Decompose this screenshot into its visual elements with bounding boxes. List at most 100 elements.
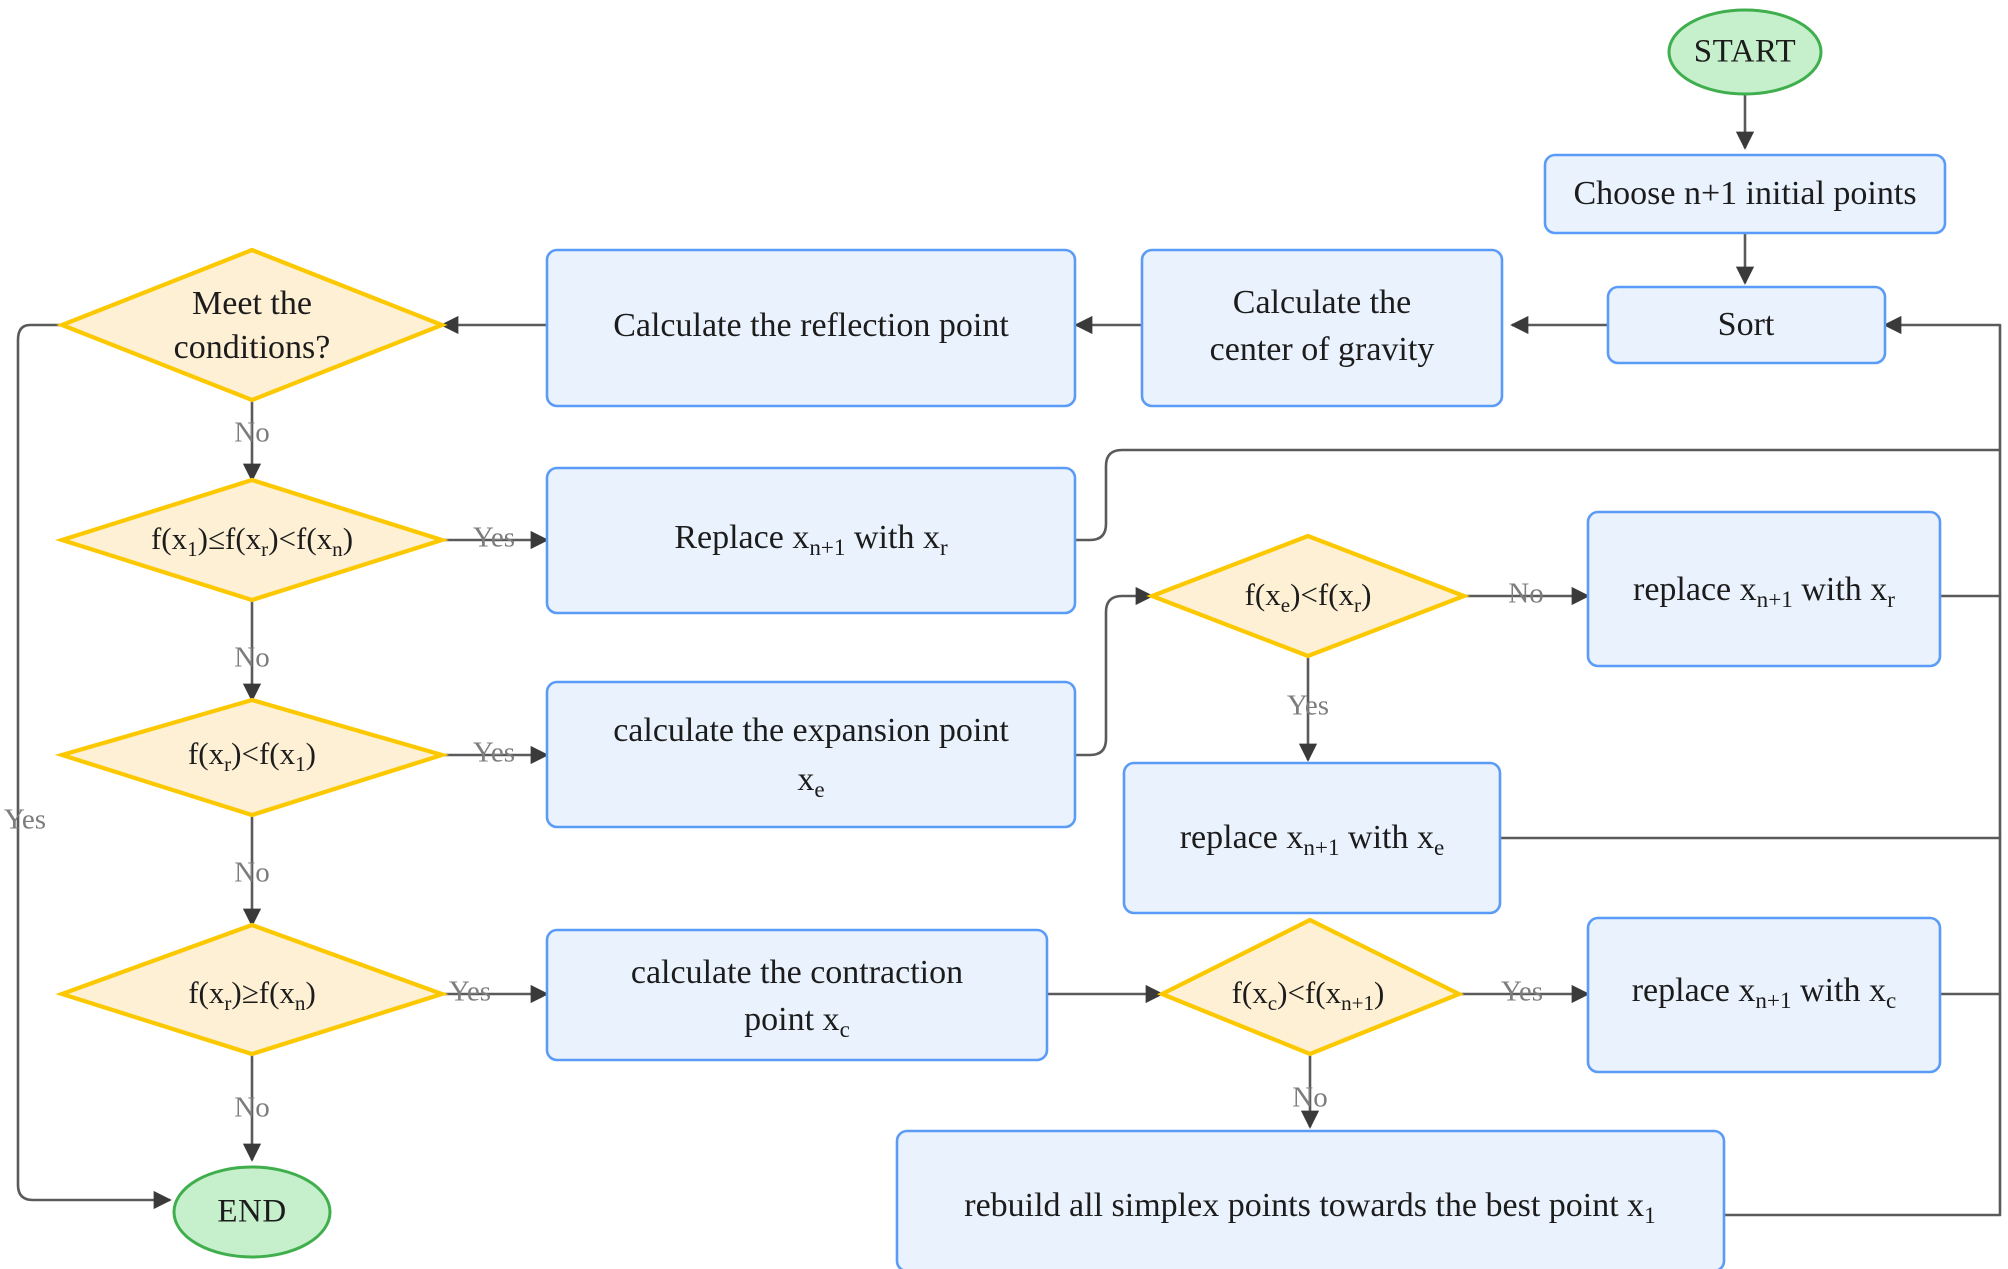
replace-top-sub2: r <box>940 535 948 561</box>
svg-text:calculate the expansion point: calculate the expansion point <box>613 712 1009 749</box>
cond-expand-p0: f(x <box>1245 577 1282 612</box>
node-rebuild-simplex[interactable]: rebuild all simplex points towards the b… <box>895 1129 1726 1269</box>
edge-expansion-to-condexpand <box>1076 586 1154 757</box>
cond-worst-p0: f(x <box>188 975 225 1010</box>
cond-contract-sub2: n+1 <box>1341 991 1374 1015</box>
expansion-sub: e <box>814 777 824 803</box>
edge-label-better-no: No <box>234 857 269 889</box>
svg-text:calculate the contraction: calculate the contraction <box>631 954 963 991</box>
svg-text:Sort: Sort <box>1718 306 1775 343</box>
node-sort[interactable]: Sort <box>1606 285 1887 365</box>
svg-text:Meet the: Meet the <box>192 285 312 322</box>
cond-contract-p0: f(x <box>1232 975 1269 1010</box>
node-replace-xr-top[interactable]: Replace xn+1 with xr <box>545 466 1077 615</box>
node-replace-xc[interactable]: replace xn+1 with xc <box>1586 916 1942 1074</box>
svg-text:replace xn+1 with xe: replace xn+1 with xe <box>1180 819 1445 862</box>
replace-top-sub1: n+1 <box>809 535 845 561</box>
svg-text:f(xe)<f(xr): f(xe)<f(xr) <box>1245 577 1372 617</box>
edge-label-contract-yes: Yes <box>1501 976 1543 1008</box>
edge-label-better-yes: Yes <box>473 737 515 769</box>
cond-better-sub1: r <box>224 752 231 776</box>
rebuild-sub: 1 <box>1644 1203 1656 1229</box>
svg-text:f(x1)≤f(xr)<f(xn): f(x1)≤f(xr)<f(xn) <box>151 521 353 561</box>
edge-label-loop-yes: Yes <box>4 804 46 836</box>
cond-better-p2: )<f(x <box>231 736 295 771</box>
node-meet-conditions[interactable]: Meet the conditions? <box>56 247 448 403</box>
node-condition-contract[interactable]: f(xc)<f(xn+1) <box>1156 917 1465 1057</box>
node-condition-worst[interactable]: f(xr)≥f(xn) <box>55 922 449 1057</box>
cond-better-sub2: 1 <box>295 752 306 776</box>
node-end[interactable]: END <box>172 1165 332 1259</box>
replace-mid-sub1: n+1 <box>1757 587 1793 613</box>
node-center-of-gravity[interactable]: Calculate the center of gravity <box>1140 248 1504 408</box>
cond-better-p0: f(x <box>188 736 225 771</box>
svg-text:Replace xn+1 with xr: Replace xn+1 with xr <box>674 519 948 562</box>
svg-text:f(xr)≥f(xn): f(xr)≥f(xn) <box>188 975 316 1015</box>
cond-better-p4: ) <box>306 736 316 771</box>
node-contraction-point[interactable]: calculate the contraction point xc <box>545 928 1049 1062</box>
node-condition-expand[interactable]: f(xe)<f(xr) <box>1146 533 1470 659</box>
cond-between-p6: ) <box>343 521 353 556</box>
cond-expand-sub1: e <box>1281 593 1290 617</box>
edge-replacer-top-to-bus <box>1076 448 2000 542</box>
node-start[interactable]: START <box>1667 8 1823 96</box>
edge-label-worst-no: No <box>234 1092 269 1124</box>
replace-e-p2: with x <box>1340 819 1434 856</box>
svg-text:point xc: point xc <box>744 1001 850 1044</box>
svg-text:rebuild all simplex points tow: rebuild all simplex points towards the b… <box>964 1187 1655 1230</box>
cond-between-p2: )≤f(x <box>198 521 262 556</box>
svg-text:f(xc)<f(xn+1): f(xc)<f(xn+1) <box>1232 975 1385 1015</box>
replace-top-p0: Replace x <box>674 519 809 556</box>
edge-replacermid-to-bus <box>1940 450 2002 598</box>
edge-label-expand-no: No <box>1508 578 1543 610</box>
edge-label-meet-no: No <box>234 417 269 449</box>
contraction-sub: c <box>840 1017 850 1043</box>
svg-text:Choose n+1 initial points: Choose n+1 initial points <box>1573 175 1916 212</box>
replace-e-p0: replace x <box>1180 819 1304 856</box>
cond-worst-p2: )≥f(x <box>231 975 295 1010</box>
svg-text:END: END <box>217 1194 286 1230</box>
cond-expand-p4: ) <box>1361 577 1371 612</box>
edge-label-expand-yes: Yes <box>1287 690 1329 722</box>
edge-label-between-no: No <box>234 642 269 674</box>
cond-contract-sub1: c <box>1268 991 1277 1015</box>
cond-worst-p4: ) <box>305 975 315 1010</box>
cond-contract-p4: ) <box>1374 975 1384 1010</box>
cond-contract-p2: )<f(x <box>1277 975 1341 1010</box>
cond-between-p0: f(x <box>151 521 188 556</box>
replace-c-p2: with x <box>1792 972 1886 1009</box>
replace-c-sub2: c <box>1886 988 1896 1014</box>
svg-text:Calculate the reflection point: Calculate the reflection point <box>613 307 1009 344</box>
node-condition-between[interactable]: f(x1)≤f(xr)<f(xn) <box>55 477 449 603</box>
edge-label-contract-no: No <box>1292 1082 1327 1114</box>
node-choose-initial-points[interactable]: Choose n+1 initial points <box>1543 153 1947 235</box>
edge-bus-to-sort <box>1883 315 2002 450</box>
cond-between-sub3: n <box>332 537 343 561</box>
contraction-p0: point x <box>744 1001 839 1038</box>
node-replace-xr-mid[interactable]: replace xn+1 with xr <box>1586 510 1942 668</box>
edge-rebuild-to-bus <box>1724 994 2002 1217</box>
edge-replacec-to-bus <box>1940 838 2002 996</box>
cond-expand-sub2: r <box>1354 593 1361 617</box>
cond-worst-sub2: n <box>295 991 306 1015</box>
replace-mid-p0: replace x <box>1633 571 1757 608</box>
replace-top-p2: with x <box>846 519 940 556</box>
node-condition-better[interactable]: f(xr)<f(x1) <box>54 697 450 818</box>
cond-between-p4: )<f(x <box>268 521 332 556</box>
rebuild-p0: rebuild all simplex points towards the b… <box>964 1187 1644 1224</box>
expansion-p0: x <box>797 761 814 798</box>
svg-text:f(xr)<f(x1): f(xr)<f(x1) <box>188 736 316 776</box>
svg-text:conditions?: conditions? <box>174 329 331 366</box>
node-replace-xe[interactable]: replace xn+1 with xe <box>1122 761 1502 915</box>
cond-expand-p2: )<f(x <box>1290 577 1354 612</box>
node-reflection-point[interactable]: Calculate the reflection point <box>545 248 1077 408</box>
svg-text:center of gravity: center of gravity <box>1210 331 1435 368</box>
replace-mid-sub2: r <box>1887 587 1895 613</box>
edge-label-worst-yes: Yes <box>449 976 491 1008</box>
node-expansion-point[interactable]: calculate the expansion point xe <box>545 680 1077 829</box>
edge-label-between-yes: Yes <box>473 522 515 554</box>
svg-text:replace xn+1 with xr: replace xn+1 with xr <box>1633 571 1895 614</box>
svg-text:replace xn+1 with xc: replace xn+1 with xc <box>1632 972 1897 1015</box>
